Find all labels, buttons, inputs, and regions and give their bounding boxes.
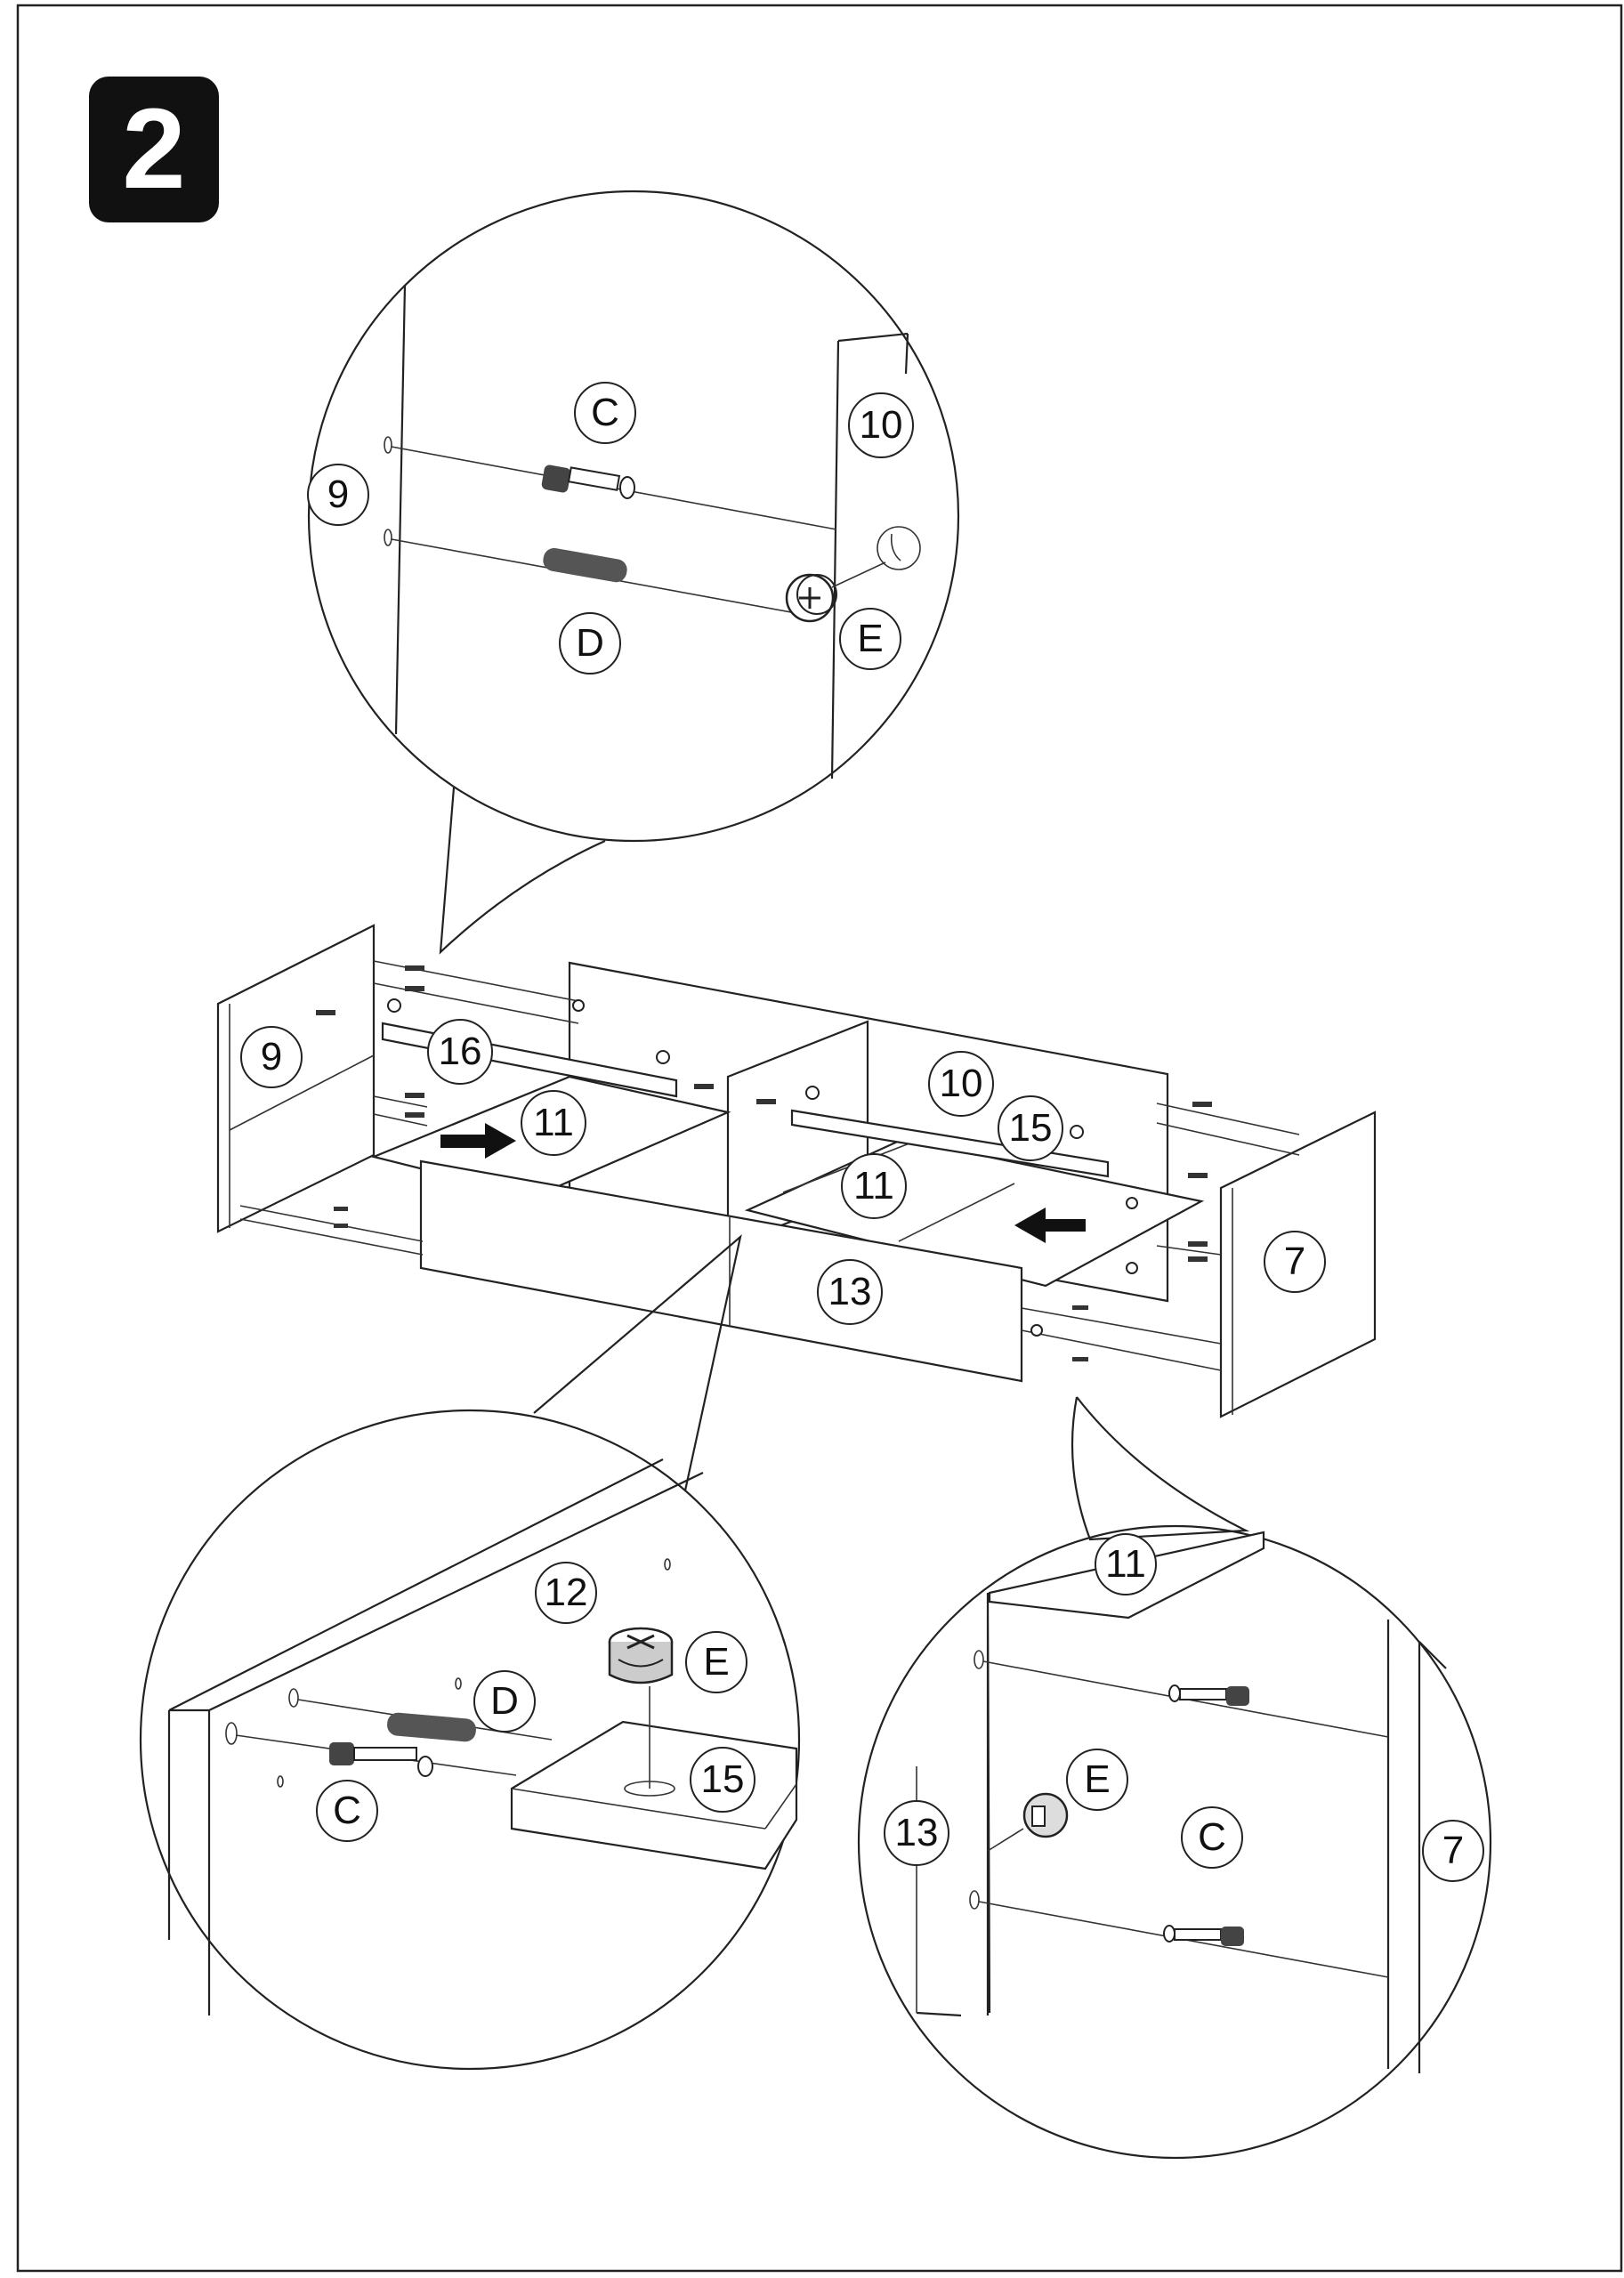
label-panel-10: 10 xyxy=(860,403,903,447)
label-d: D xyxy=(490,1679,519,1723)
arrow-right-icon xyxy=(440,1123,516,1159)
label-7: 7 xyxy=(1442,1829,1464,1872)
dowel-hole xyxy=(384,529,392,546)
label-7: 7 xyxy=(1284,1240,1305,1283)
cam-bolt-c xyxy=(541,464,635,499)
label-11-left: 11 xyxy=(533,1101,574,1144)
cam-lock-e xyxy=(785,573,837,623)
cam-bolt-c-upper xyxy=(1168,1684,1249,1706)
label-11: 11 xyxy=(1105,1542,1146,1586)
label-13: 13 xyxy=(828,1270,872,1313)
label-12: 12 xyxy=(545,1571,588,1614)
main-assembly: 9 16 11 10 15 11 13 7 xyxy=(216,924,1377,1418)
cam-bolt-c-lower xyxy=(1163,1925,1244,1946)
label-d: D xyxy=(576,621,604,665)
page-border xyxy=(16,4,1623,2273)
dowel-d xyxy=(543,547,627,583)
label-c: C xyxy=(333,1789,361,1832)
detail-circle-top: C D E 9 10 xyxy=(307,190,960,955)
cam-lock-e-side xyxy=(987,1792,1069,1852)
label-13: 13 xyxy=(895,1811,939,1854)
detail-circle-bottom-left: 12 E D C 15 xyxy=(139,1234,801,2071)
label-c: C xyxy=(1198,1815,1226,1859)
detail-circle-bottom-right: 11 E C 13 7 xyxy=(857,1396,1492,2160)
label-e: E xyxy=(703,1640,729,1684)
label-11-right: 11 xyxy=(853,1164,894,1208)
step-number-badge: 2 xyxy=(89,77,219,222)
panel-13-front xyxy=(419,1159,1023,1383)
label-e: E xyxy=(857,617,883,660)
label-panel-9: 9 xyxy=(327,473,349,516)
label-15: 15 xyxy=(701,1757,745,1801)
label-e: E xyxy=(1084,1757,1110,1801)
label-16: 16 xyxy=(439,1030,482,1073)
label-15: 15 xyxy=(1009,1106,1053,1150)
cam-lock-e-large xyxy=(608,1627,674,1684)
label-10: 10 xyxy=(940,1062,983,1105)
arrow-left-icon xyxy=(1014,1208,1086,1243)
dowel-hole xyxy=(384,436,392,454)
label-9: 9 xyxy=(261,1035,282,1078)
panel-9-side xyxy=(216,924,376,1233)
label-c: C xyxy=(591,391,619,434)
